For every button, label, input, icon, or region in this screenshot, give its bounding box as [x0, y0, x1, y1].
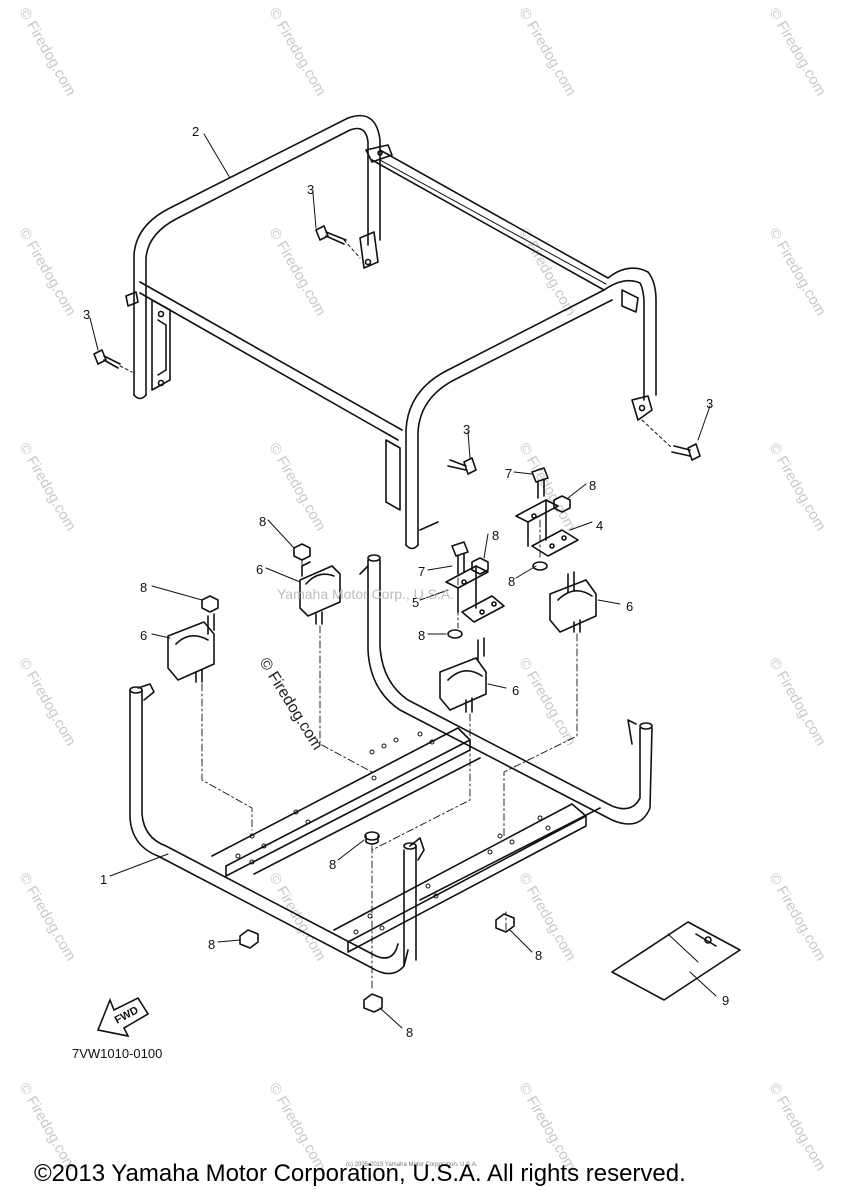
callout-7: 7 [418, 564, 426, 579]
callout-8: 8 [508, 574, 516, 589]
callout-8: 8 [406, 1025, 414, 1040]
callout-5: 5 [412, 595, 420, 610]
callout-4: 4 [596, 518, 604, 533]
callout-3: 3 [706, 396, 714, 411]
callout-6: 6 [512, 683, 520, 698]
callout-2: 2 [192, 124, 200, 139]
diagram-part-code: 7VW1010-0100 [72, 1046, 163, 1061]
fwd-arrow-icon: FWD [96, 996, 150, 1038]
manual-packet-9 [611, 921, 741, 1001]
mount-6-d [439, 637, 487, 713]
callout-7: 7 [505, 466, 513, 481]
bracket-5 [445, 565, 505, 623]
callout-6: 6 [626, 599, 634, 614]
lower-frame [129, 554, 653, 975]
mount-6-c [549, 571, 597, 633]
center-watermark: Yamaha Motor Corp., U.S.A. [277, 586, 455, 602]
callout-3: 3 [463, 422, 471, 437]
callout-6: 6 [140, 628, 148, 643]
callout-3: 3 [307, 182, 315, 197]
callout-1: 1 [100, 872, 108, 887]
small-copyright: (c) 2005-2015 Yamaha Motor Corporation, … [346, 1162, 478, 1168]
callout-8: 8 [492, 528, 500, 543]
bolt-3-group [93, 225, 701, 475]
callout-8: 8 [259, 514, 267, 529]
callout-9: 9 [722, 993, 730, 1008]
mount-6-b [167, 613, 215, 683]
callout-8: 8 [140, 580, 148, 595]
callout-3: 3 [83, 307, 91, 322]
bolt-7-group [451, 467, 549, 575]
alignment-lines [201, 519, 578, 991]
upper-frame [125, 114, 657, 550]
callout-6: 6 [256, 562, 264, 577]
leader-lines [89, 133, 717, 1029]
nut-8-group [201, 495, 571, 639]
bracket-4 [515, 499, 579, 557]
footer-copyright: ©2013 Yamaha Motor Corporation, U.S.A. A… [34, 1160, 686, 1187]
lower-nut-8-group [239, 831, 515, 1013]
callout-8: 8 [208, 937, 216, 952]
callout-8: 8 [329, 857, 337, 872]
callout-8: 8 [418, 628, 426, 643]
callout-8: 8 [589, 478, 597, 493]
callout-8: 8 [535, 948, 543, 963]
